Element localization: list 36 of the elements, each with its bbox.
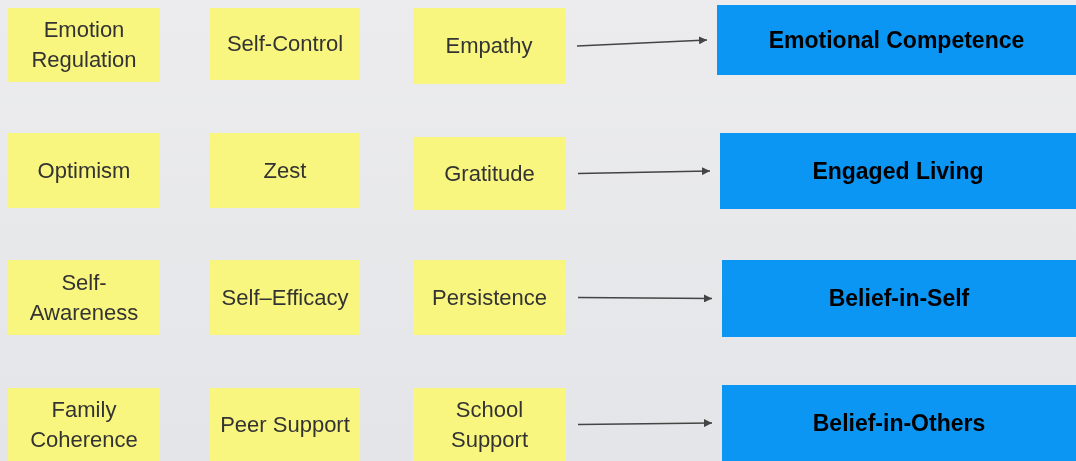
box-label: Peer Support xyxy=(220,410,350,439)
box-label: Engaged Living xyxy=(812,157,984,185)
box-label: Belief-in-Others xyxy=(812,409,986,437)
trait-note xyxy=(210,260,360,335)
box-label: Family Coherence xyxy=(29,395,139,454)
arrow xyxy=(577,167,711,176)
outcome-box xyxy=(720,133,1076,209)
box-label: Zest xyxy=(263,156,307,185)
box-label: School Support xyxy=(449,395,530,454)
trait-note xyxy=(8,260,160,335)
box-label: Self–Efficacy xyxy=(221,283,349,312)
trait-note xyxy=(413,8,565,84)
trait-note xyxy=(8,388,160,461)
trait-note xyxy=(210,133,360,208)
box-label: Empathy xyxy=(445,32,533,61)
trait-note xyxy=(8,133,160,208)
arrow xyxy=(577,294,713,303)
trait-note xyxy=(210,8,360,80)
arrow xyxy=(577,419,713,428)
box-label: Self- Awareness xyxy=(28,268,140,327)
outcome-box xyxy=(717,5,1076,75)
outcome-box xyxy=(722,385,1076,461)
trait-note xyxy=(413,260,566,335)
box-label: Belief-in-Self xyxy=(828,285,970,312)
trait-note xyxy=(210,388,360,461)
trait-note xyxy=(8,8,160,82)
box-label: Optimism xyxy=(37,156,131,185)
box-label: Emotion Regulation xyxy=(30,16,138,74)
arrow xyxy=(576,36,708,47)
box-label: Persistence xyxy=(432,283,547,312)
trait-note xyxy=(413,388,566,461)
box-label: Emotional Competence xyxy=(768,26,1025,54)
outcome-box xyxy=(722,260,1076,337)
trait-note xyxy=(413,137,566,210)
box-label: Gratitude xyxy=(444,159,535,188)
box-label: Self-Control xyxy=(226,30,344,59)
